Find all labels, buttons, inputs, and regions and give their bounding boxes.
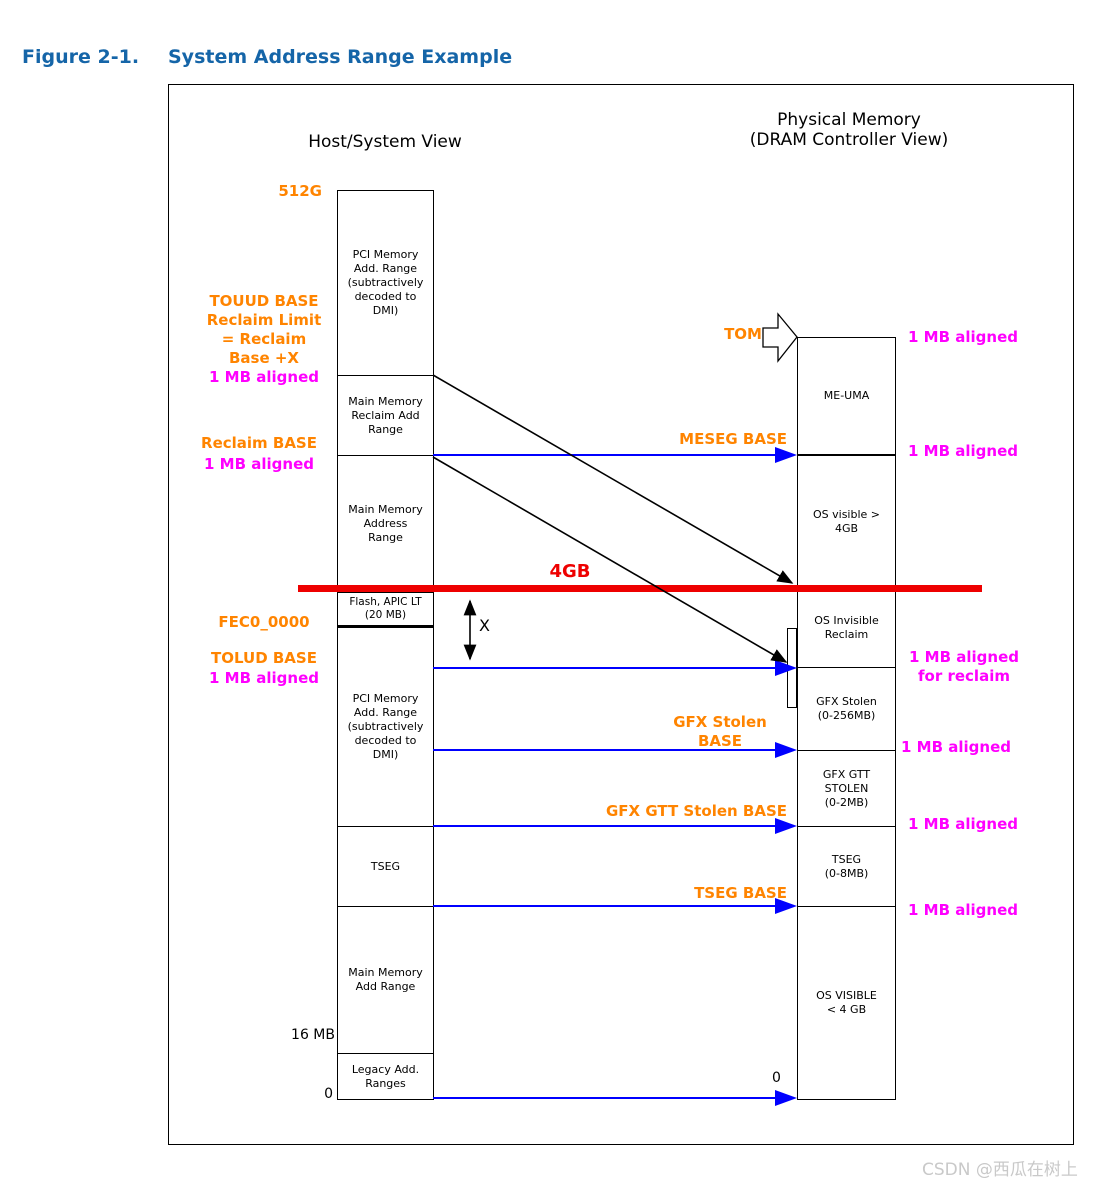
segment-tseg-dram: TSEG (0-8MB) xyxy=(798,827,895,907)
scale-zero-left: 0 xyxy=(324,1086,333,1102)
segment-tseg: TSEG xyxy=(338,827,433,907)
tom-label: TOM xyxy=(724,325,762,343)
host-view-header: Host/System View xyxy=(308,132,462,152)
aligned-tom-label: 1 MB aligned xyxy=(908,328,1018,346)
figure-title-text: System Address Range Example xyxy=(168,46,513,68)
scale-512g: 512G xyxy=(278,182,322,200)
4gb-label: 4GB xyxy=(549,561,591,582)
touud-base-label: TOUUD BASE Reclaim Limit = Reclaim Base … xyxy=(206,292,322,367)
tolud-base-arrow xyxy=(433,660,797,676)
tolud-aligned-label: 1 MB aligned xyxy=(209,669,319,687)
segment-pci-memory-high: PCI Memory Add. Range (subtractively dec… xyxy=(338,191,433,376)
scale-16mb: 16 MB xyxy=(291,1027,335,1043)
host-address-stack: PCI Memory Add. Range (subtractively dec… xyxy=(337,190,434,1100)
physical-memory-header: Physical Memory (DRAM Controller View) xyxy=(749,110,949,150)
scale-zero-right: 0 xyxy=(772,1070,781,1086)
tseg-base-arrow xyxy=(433,898,797,914)
gfx-stolen-base-arrow xyxy=(433,742,797,758)
segment-main-memory-address: Main Memory Address Range xyxy=(338,456,433,593)
fec0-label: FEC0_0000 xyxy=(218,613,310,631)
aligned-gfx-gtt-label: 1 MB aligned xyxy=(908,815,1018,833)
tolud-base-label: TOLUD BASE xyxy=(211,649,317,667)
aligned-tseg-label: 1 MB aligned xyxy=(908,901,1018,919)
segment-legacy: Legacy Add. Ranges xyxy=(351,1062,420,1090)
segment-me-uma: ME-UMA xyxy=(798,338,895,456)
meseg-base-arrow xyxy=(433,447,797,463)
aligned-gfx-stolen-label: 1 MB aligned xyxy=(901,738,1011,756)
reclaim-base-label: Reclaim BASE xyxy=(201,434,317,452)
gfx-stolen-base-label: GFX Stolen BASE xyxy=(673,713,767,750)
segment-os-invisible-reclaim: OS Invisible Reclaim xyxy=(798,589,895,668)
segment-os-visible-below-4gb: OS VISIBLE < 4 GB xyxy=(816,989,877,1016)
watermark: CSDN @西瓜在树上 xyxy=(922,1160,1078,1180)
zero-base-arrow xyxy=(433,1090,797,1106)
aligned-reclaim-label: 1 MB aligned for reclaim xyxy=(909,648,1019,685)
figure-number: Figure 2-1. xyxy=(22,46,140,68)
4gb-line xyxy=(298,585,982,592)
segment-pci-memory-low: PCI Memory Add. Range (subtractively dec… xyxy=(338,628,433,827)
segment-gfx-stolen: GFX Stolen (0-256MB) xyxy=(798,668,895,751)
segment-main-memory-reclaim: Main Memory Reclaim Add Range xyxy=(338,376,433,456)
dram-stack: ME-UMA OS visible > 4GB OS Invisible Rec… xyxy=(797,337,896,1100)
segment-gfx-gtt-stolen: GFX GTT STOLEN (0-2MB) xyxy=(798,751,895,827)
aligned-meseg-label: 1 MB aligned xyxy=(908,442,1018,460)
reclaim-aligned-label: 1 MB aligned xyxy=(204,455,314,473)
touud-aligned-label: 1 MB aligned xyxy=(209,368,319,386)
figure-title: Figure 2-1. System Address Range Example xyxy=(22,46,512,68)
segment-main-memory-add: Main Memory Add Range xyxy=(338,907,433,1054)
meseg-base-label: MESEG BASE xyxy=(679,430,787,448)
segment-os-visible-above-4gb: OS visible > 4GB xyxy=(798,456,895,589)
segment-flash-apic: Flash, APIC LT (20 MB) xyxy=(338,593,433,628)
tseg-base-label: TSEG BASE xyxy=(694,884,787,902)
x-gap-label: X xyxy=(479,616,490,635)
gfx-gtt-base-label: GFX GTT Stolen BASE xyxy=(605,802,787,820)
gfx-gtt-base-arrow xyxy=(433,818,797,834)
